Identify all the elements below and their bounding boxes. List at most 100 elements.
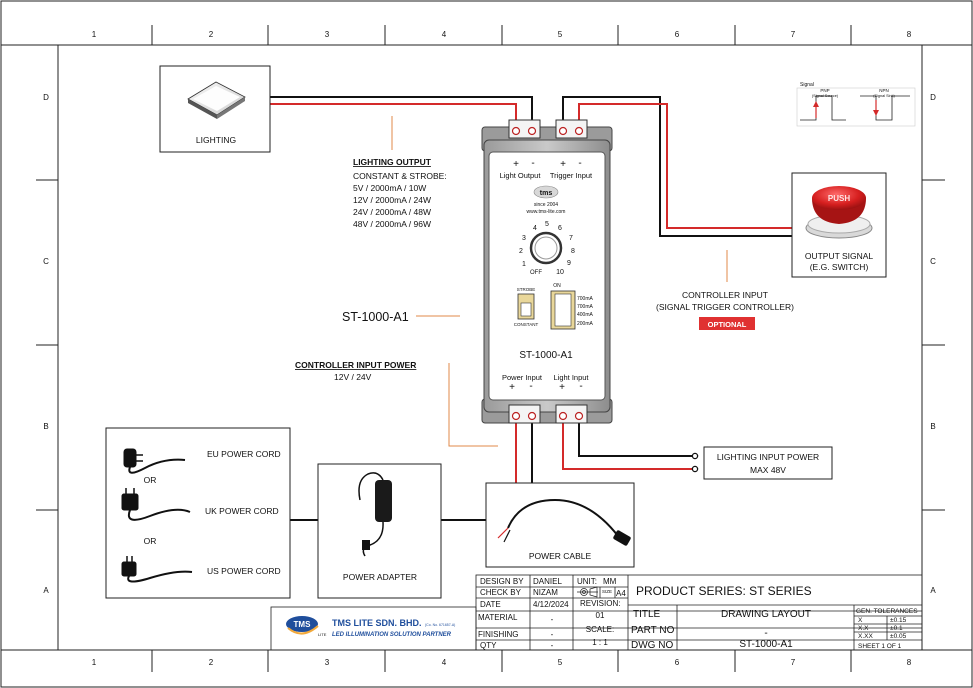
- model-label: ST-1000-A1: [342, 310, 409, 324]
- adapter-icon: [358, 472, 392, 557]
- spec-line: 48V / 2000mA / 96W: [353, 219, 431, 229]
- row-label: B: [930, 422, 935, 431]
- col-label: 5: [558, 658, 563, 667]
- polarity-minus: -: [579, 381, 582, 392]
- power-adapter-label: POWER ADAPTER: [343, 572, 417, 582]
- current-option: 400mA: [577, 312, 594, 318]
- col-label: 1: [92, 658, 97, 667]
- tb-value: NIZAM: [533, 588, 558, 597]
- logo-text: TMS: [294, 620, 312, 629]
- website-text: www.tms-lite.com: [527, 209, 566, 215]
- part-no: -: [764, 628, 767, 639]
- tolerance-key: X.XX: [858, 633, 873, 640]
- row-label: A: [43, 586, 49, 595]
- constant-label: CONSTANT: [514, 322, 539, 327]
- tb-value: -: [551, 641, 554, 650]
- polarity-plus: +: [513, 159, 519, 170]
- us-plug-icon: [121, 556, 193, 583]
- controller-input-power: CONTROLLER INPUT POWER 12V / 24V: [295, 360, 416, 382]
- wire-light-output-negative: [270, 96, 533, 126]
- col-label: 3: [325, 30, 330, 39]
- light-panel-icon: [187, 81, 246, 119]
- tb-label: UNIT:: [577, 577, 597, 586]
- lighting-label: LIGHTING: [196, 135, 236, 145]
- pnp-sub: (Signal Source): [812, 94, 839, 98]
- spec-line: 12V / 2000mA / 24W: [353, 195, 431, 205]
- output-signal-component: PUSH OUTPUT SIGNAL (E.G. SWITCH): [791, 172, 887, 278]
- dial-number: 9: [567, 260, 571, 267]
- tb-label: SCALE:: [586, 625, 614, 634]
- col-label: 6: [675, 30, 680, 39]
- wire-trigger-negative: [562, 96, 792, 237]
- or-label: OR: [144, 536, 157, 546]
- col-label: 4: [442, 30, 447, 39]
- lighting-output-specs: LIGHTING OUTPUT CONSTANT & STROBE: 5V / …: [353, 157, 447, 229]
- power-cable-icon: [497, 498, 631, 546]
- npn-sub: (Signal Sink): [873, 94, 895, 98]
- row-label: D: [43, 93, 49, 102]
- polarity-plus: +: [509, 382, 515, 393]
- tb-label: TITLE: [633, 609, 661, 620]
- tb-value: A4: [616, 589, 626, 598]
- col-label: 8: [907, 30, 912, 39]
- dial-number: 4: [533, 225, 537, 232]
- lighting-input-power-value: MAX 48V: [750, 465, 786, 475]
- tms-logo-icon: tms: [533, 185, 559, 199]
- signal-legend: Signal PNP (Signal Source) NPN (Signal S…: [796, 82, 916, 127]
- col-label: 3: [325, 658, 330, 667]
- polarity-minus: -: [531, 158, 534, 169]
- power-cable-component: POWER CABLE: [485, 482, 635, 568]
- col-label: 1: [92, 30, 97, 39]
- terminal-dot: [691, 452, 699, 460]
- company-name: TMS LITE SDN. BHD.: [332, 618, 422, 628]
- tb-label: PART NO: [631, 625, 675, 636]
- tb-value: -: [551, 615, 554, 624]
- col-label: 2: [209, 658, 214, 667]
- us-cord-label: US POWER CORD: [207, 566, 281, 576]
- drawing-title: DRAWING LAYOUT: [721, 609, 811, 620]
- dwg-no: ST-1000-A1: [739, 639, 793, 650]
- tb-value: -: [551, 630, 554, 639]
- polarity-plus: +: [560, 159, 566, 170]
- output-signal-label: OUTPUT SIGNAL: [805, 251, 874, 261]
- uk-plug-icon: [121, 488, 191, 521]
- polarity-plus: +: [559, 382, 565, 393]
- signal-title: Signal: [800, 82, 814, 88]
- st-controller: + - + - Light Output Trigger Input tms s…: [481, 119, 613, 424]
- company-reg: (Co. No. 671657-A): [425, 623, 455, 627]
- spec-line: 5V / 2000mA / 10W: [353, 183, 426, 193]
- eu-plug-icon: [123, 448, 186, 474]
- controller-input-line: (SIGNAL TRIGGER CONTROLLER): [656, 302, 794, 312]
- col-label: 4: [442, 658, 447, 667]
- current-option: 700mA: [577, 296, 594, 302]
- sheet-label: SHEET 1 OF 1: [858, 643, 902, 650]
- dial-scale: 1 2 3 4 5 6 7 8 9 10 OFF: [519, 221, 575, 276]
- lighting-component: LIGHTING: [159, 65, 271, 153]
- tb-value: 01: [596, 611, 605, 620]
- column-labels-top: 1 2 3 4 5 6 7 8: [92, 30, 912, 39]
- tb-value: MM: [603, 577, 617, 586]
- current-option: 200mA: [577, 321, 594, 327]
- power-cable-label: POWER CABLE: [529, 551, 592, 561]
- col-label: 2: [209, 30, 214, 39]
- polarity-minus: -: [529, 381, 532, 392]
- controller-input-line: CONTROLLER INPUT: [682, 290, 768, 300]
- tolerance-value: ±0.15: [890, 617, 907, 624]
- dial-knob[interactable]: [529, 231, 563, 265]
- leader-lines: [391, 116, 728, 447]
- spec-line: CONSTANT & STROBE:: [353, 171, 447, 181]
- col-label: 5: [558, 30, 563, 39]
- logo-text: tms: [540, 190, 553, 197]
- gen-tolerances-label: GEN. TOLERANCES: [856, 608, 918, 615]
- row-label: B: [43, 422, 48, 431]
- tb-label: REVISION:: [580, 599, 620, 608]
- tolerance-value: ±0.05: [890, 633, 907, 640]
- row-label: D: [930, 93, 936, 102]
- dial-off-label: OFF: [530, 270, 542, 276]
- dial-number: 3: [522, 235, 526, 242]
- lighting-output-heading: LIGHTING OUTPUT: [353, 157, 432, 167]
- title-block-text: DESIGN BY DANIEL CHECK BY NIZAM DATE 4/1…: [286, 577, 918, 651]
- column-labels-bottom: 1 2 3 4 5 6 7 8: [92, 658, 912, 667]
